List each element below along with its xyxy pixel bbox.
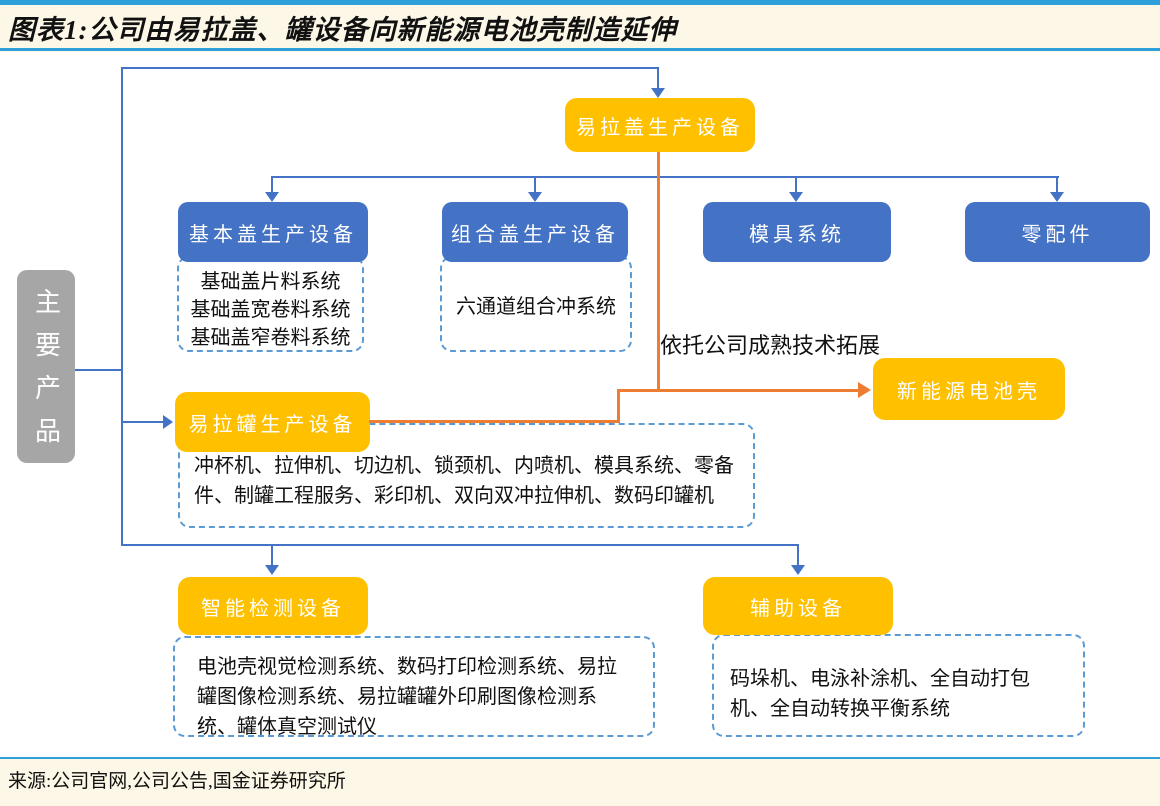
connector-stub-basic-lid bbox=[271, 176, 273, 193]
connector-can-branch bbox=[121, 421, 163, 423]
arrow-down-icon bbox=[528, 192, 542, 202]
node-combo-lid-equipment: 组合盖生产设备 bbox=[442, 202, 628, 262]
node-battery-shell: 新能源电池壳 bbox=[873, 358, 1065, 420]
arrow-down-icon bbox=[1050, 192, 1064, 202]
node-auxiliary-equipment: 辅助设备 bbox=[703, 577, 893, 635]
arrow-down-icon bbox=[265, 565, 279, 575]
connector-orange-vertical bbox=[657, 152, 660, 391]
source-caption: 来源:公司官网,公司公告,国金证券研究所 bbox=[8, 771, 346, 792]
arrow-right-icon bbox=[858, 382, 871, 398]
connector-stub-parts bbox=[1056, 176, 1058, 193]
list-basic-lid-systems: 基础盖片料系统 基础盖宽卷料系统 基础盖窄卷料系统 bbox=[177, 256, 364, 352]
source-rule bbox=[0, 757, 1160, 759]
annotation-technology-expansion: 依托公司成熟技术拓展 bbox=[660, 333, 881, 358]
list-combo-lid-systems: 六通道组合冲系统 bbox=[440, 256, 632, 352]
node-lid-production-equipment: 易拉盖生产设备 bbox=[565, 98, 755, 152]
connector-stub-detection bbox=[271, 544, 273, 566]
connector-orange-riser bbox=[617, 389, 620, 423]
connector-orange-low bbox=[369, 420, 620, 423]
node-main-products: 主要产品 bbox=[17, 270, 75, 463]
title-underline bbox=[0, 48, 1160, 51]
connector-main-products bbox=[74, 369, 122, 371]
arrow-down-icon bbox=[791, 565, 805, 575]
node-detection-equipment: 智能检测设备 bbox=[178, 577, 368, 635]
list-auxiliary-items: 码垛机、电泳补涂机、全自动打包机、全自动转换平衡系统 bbox=[712, 634, 1085, 737]
node-mold-system: 模具系统 bbox=[703, 202, 891, 262]
connector-row1-horizontal bbox=[271, 176, 1059, 178]
connector-orange-to-battery bbox=[617, 389, 858, 392]
arrow-right-icon bbox=[163, 415, 173, 429]
connector-stub-mold bbox=[795, 176, 797, 193]
node-spare-parts: 零配件 bbox=[965, 202, 1150, 262]
connector-stub-auxiliary bbox=[797, 544, 799, 566]
node-basic-lid-equipment: 基本盖生产设备 bbox=[178, 202, 368, 262]
list-detection-items: 电池壳视觉检测系统、数码打印检测系统、易拉罐图像检测系统、易拉罐罐外印刷图像检测… bbox=[173, 636, 655, 738]
connector-top-horizontal bbox=[121, 67, 659, 69]
connector-root-stub bbox=[657, 67, 659, 89]
connector-row2-horizontal bbox=[121, 544, 799, 546]
top-rule bbox=[0, 0, 1160, 5]
arrow-down-icon bbox=[265, 192, 279, 202]
connector-main-vertical bbox=[121, 67, 123, 546]
node-can-production-equipment: 易拉罐生产设备 bbox=[175, 392, 370, 452]
arrow-down-icon bbox=[651, 88, 665, 98]
arrow-down-icon bbox=[789, 192, 803, 202]
connector-stub-combo-lid bbox=[534, 176, 536, 193]
figure-title: 图表1:公司由易拉盖、罐设备向新能源电池壳制造延伸 bbox=[8, 15, 677, 45]
